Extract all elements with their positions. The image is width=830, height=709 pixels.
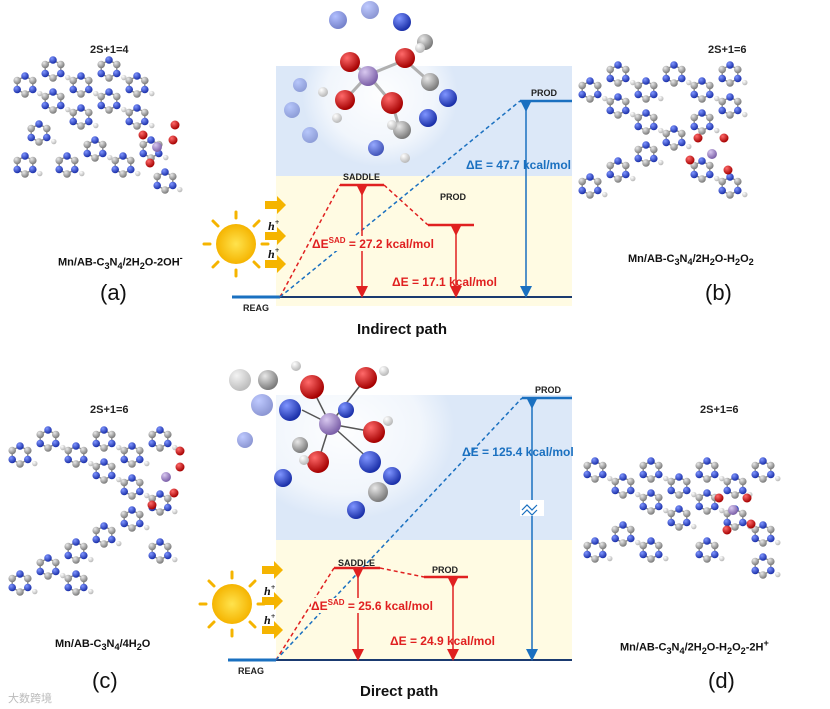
molecule-b-structure — [578, 61, 748, 199]
indirect-inset-structure — [284, 1, 458, 167]
delta-e-red-label: ΔE = 24.9 kcal/mol — [390, 634, 496, 648]
molecule-name-b: Mn/AB-C3N4/2H2O-H2O2 — [628, 253, 754, 268]
spin-label-b: 2S+1=6 — [708, 44, 747, 56]
panel-label-d: (d) — [708, 668, 735, 693]
molecule-c-structure — [8, 426, 185, 596]
molecule-d-structure — [583, 457, 781, 579]
prod-top-label: PROD — [535, 385, 562, 395]
direct-inset-structure — [229, 340, 455, 520]
saddle-label: SADDLE — [338, 558, 376, 568]
delta-e-sad-label: ΔESAD = 25.6 kcal/mol — [311, 598, 433, 613]
axis-break — [520, 500, 544, 516]
light-arrow-icon — [262, 196, 286, 639]
sun-icon — [202, 210, 270, 278]
delta-e-red-label: ΔE = 17.1 kcal/mol — [392, 275, 498, 289]
molecule-name-c: Mn/AB-C3N4/4H2O — [55, 638, 151, 653]
delta-e-blue-label: ΔE = 47.7 kcal/mol — [466, 158, 572, 172]
molecule-a-structure — [13, 56, 183, 194]
hplus-label: h+ — [264, 583, 276, 598]
hplus-label: h+ — [264, 612, 276, 627]
reag-label: REAG — [243, 303, 270, 313]
panel-label-c: (c) — [92, 668, 118, 693]
saddle-label: SADDLE — [343, 172, 381, 182]
reag-label: REAG — [238, 666, 265, 676]
delta-e-blue-label: ΔE = 125.4 kcal/mol — [462, 445, 574, 459]
sun-icon — [198, 570, 266, 638]
spin-label-c: 2S+1=6 — [90, 404, 129, 416]
prod-mid-label: PROD — [432, 565, 459, 575]
direct-path-title: Direct path — [360, 683, 439, 700]
panel-label-b: (b) — [705, 280, 732, 305]
molecule-name-d: Mn/AB-C3N4/2H2O-H2O2-2H+ — [620, 638, 769, 656]
hplus-label: h+ — [268, 218, 280, 233]
prod-top-label: PROD — [531, 88, 558, 98]
spin-label-d: 2S+1=6 — [700, 404, 739, 416]
indirect-path-title: Indirect path — [357, 321, 448, 338]
delta-e-sad-label: ΔESAD = 27.2 kcal/mol — [312, 236, 434, 251]
spin-label-a: 2S+1=4 — [90, 44, 129, 56]
watermark: 大数跨境 — [8, 692, 52, 705]
prod-mid-label: PROD — [440, 192, 467, 202]
hplus-label: h+ — [268, 246, 280, 261]
panel-label-a: (a) — [100, 280, 127, 305]
molecule-name-a: Mn/AB-C3N4/2H2O-2OH- — [58, 253, 183, 271]
